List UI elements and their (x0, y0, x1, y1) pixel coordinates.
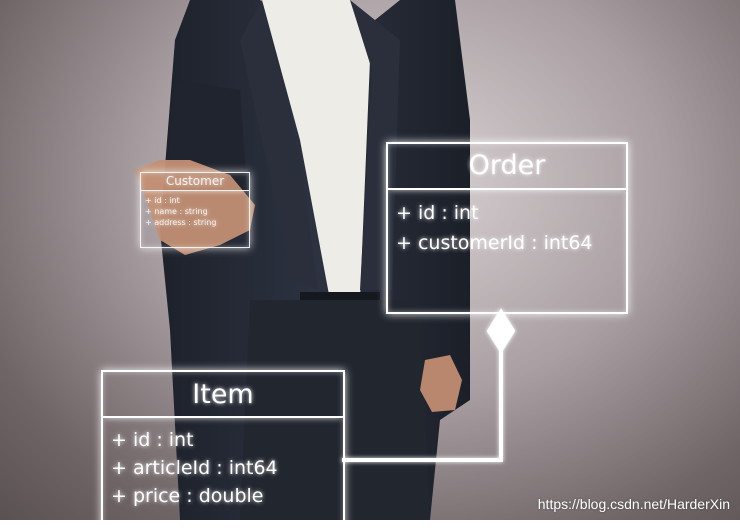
customer-class-box: Customer + id : int + name : string + ad… (140, 172, 250, 248)
item-class-title: Item (103, 372, 343, 418)
item-attribute: + articleId : int64 (111, 457, 278, 479)
customer-attribute-list: + id : int + name : string + address : s… (141, 191, 249, 228)
order-attribute-list: + id : int + customerId : int64 (388, 190, 626, 258)
aggregation-connector (342, 350, 503, 462)
customer-class-title: Customer (141, 173, 249, 191)
order-attribute: + id : int (396, 202, 479, 224)
businessman-figure (135, 0, 516, 520)
item-attribute: + price : double (111, 485, 264, 507)
customer-attribute: + name : string (145, 207, 208, 216)
customer-attribute: + address : string (145, 218, 217, 227)
item-class-box: Item + id : int + articleId : int64 + pr… (101, 370, 345, 532)
aggregation-diamond (486, 308, 516, 354)
item-attribute: + id : int (111, 429, 194, 451)
order-class-title: Order (388, 144, 626, 190)
item-attribute-list: + id : int + articleId : int64 + price :… (103, 418, 343, 510)
customer-attribute: + id : int (145, 196, 180, 205)
order-class-box: Order + id : int + customerId : int64 (386, 142, 628, 314)
watermark-url: https://blog.csdn.net/HarderXin (537, 496, 730, 512)
order-attribute: + customerId : int64 (396, 232, 593, 254)
